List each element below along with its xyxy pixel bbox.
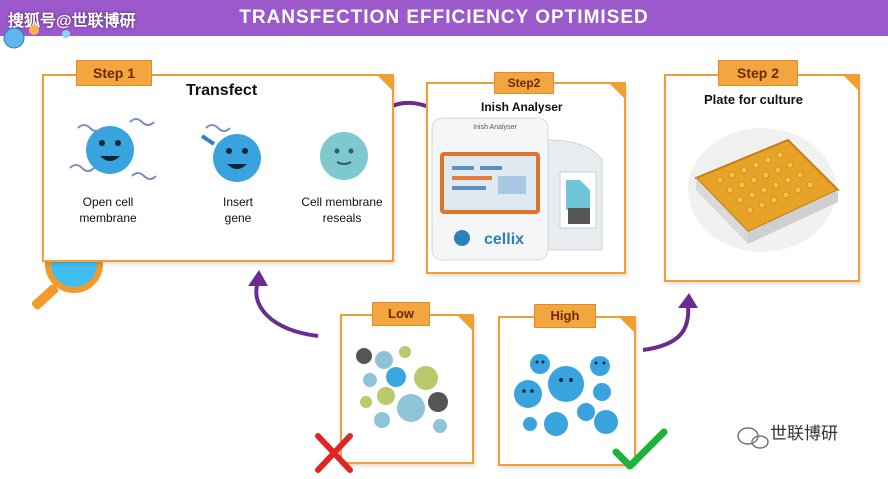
- bubble-icon: [29, 25, 39, 35]
- device-brand-label: cellix: [484, 231, 525, 248]
- low-card: [340, 314, 474, 464]
- card-corner-fold: [608, 82, 624, 98]
- arrow-head: [248, 270, 268, 286]
- insert-gene-icon: [200, 124, 261, 182]
- check-icon: [612, 428, 668, 470]
- cross-icon: [315, 433, 353, 473]
- label-insert-gene: Insert gene: [222, 195, 253, 225]
- banner-title: TRANSFECTION EFFICIENCY OPTIMISED: [239, 7, 649, 28]
- label-open-cell: Open cell membrane: [79, 195, 137, 225]
- step1-title: Transfect: [186, 82, 258, 99]
- open-cell-icon: [69, 118, 157, 180]
- device-small-label: Inish Analyser: [473, 124, 517, 131]
- step3-title: Plate for culture: [704, 92, 803, 107]
- watermark-text: 搜狐号@世联博研: [8, 13, 136, 30]
- step2-tag: Step2: [494, 72, 554, 94]
- card-corner-fold: [842, 74, 858, 90]
- step2-title: Inish Analyser: [481, 100, 563, 114]
- arrow-high-to-plate: [642, 304, 691, 352]
- arrow-low-to-step1: [254, 281, 319, 338]
- resealed-cell-icon: [320, 132, 368, 180]
- footer-brand: 世联博研: [770, 424, 838, 443]
- card-corner-fold: [376, 74, 392, 90]
- step1-tag: Step 1: [76, 60, 152, 86]
- card-corner-fold: [456, 314, 472, 330]
- card-corner-fold: [618, 316, 634, 332]
- title-banner: [0, 0, 888, 36]
- magnifier-handle: [31, 284, 59, 310]
- low-tag: Low: [372, 302, 430, 326]
- high-tag: High: [534, 304, 596, 328]
- bubble-icon: [62, 30, 70, 38]
- arrow-head: [678, 293, 698, 308]
- label-reseals: Cell membrane reseals: [301, 195, 383, 225]
- step3-tag: Step 2: [718, 60, 798, 86]
- bubble-icon: [3, 27, 25, 49]
